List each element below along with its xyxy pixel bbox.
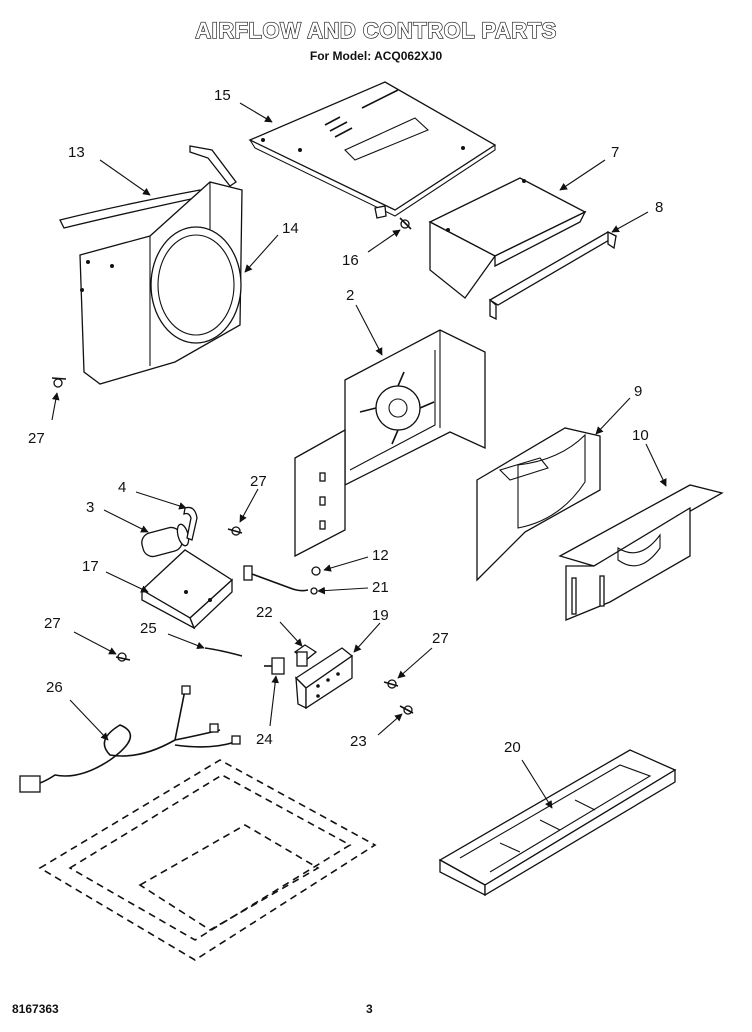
part-27-screw-c	[383, 679, 399, 689]
part-14-fan-shroud	[79, 181, 243, 385]
callout-14: 14	[282, 220, 299, 237]
callout-24: 24	[256, 731, 273, 748]
part-17-control-box	[140, 549, 234, 630]
callout-27-c: 27	[432, 630, 449, 647]
callout-4: 4	[118, 479, 126, 496]
document-number: 8167363	[12, 1002, 59, 1016]
callout-21: 21	[372, 579, 389, 596]
part-23-screw	[399, 705, 414, 715]
callout-3: 3	[86, 499, 94, 516]
part-27-screw-d	[115, 652, 131, 662]
part-9-housing	[476, 427, 601, 582]
part-10-deflector	[558, 484, 724, 621]
model-subtitle: For Model: ACQ062XJ0	[309, 49, 443, 63]
part-25-wire	[204, 647, 243, 657]
part-19-control-plate	[294, 647, 354, 710]
part-26-power-cord	[19, 685, 241, 793]
part-15-top-cover	[248, 81, 497, 219]
callout-20: 20	[504, 739, 521, 756]
part-27-screw-a	[51, 377, 67, 388]
callout-16: 16	[342, 252, 359, 269]
callout-23: 23	[350, 733, 367, 750]
callout-10: 10	[632, 427, 649, 444]
callout-9: 9	[634, 383, 642, 400]
callout-13: 13	[68, 144, 85, 161]
part-27-screw-b	[227, 526, 243, 536]
part-21-sensor	[243, 565, 318, 595]
page-number: 3	[366, 1002, 373, 1016]
base-pan-reference	[38, 759, 377, 961]
callout-7: 7	[611, 144, 619, 161]
callout-2: 2	[346, 287, 354, 304]
callout-27-d: 27	[44, 615, 61, 632]
callout-22: 22	[256, 604, 273, 621]
part-2-partition-panel	[294, 329, 486, 558]
leader-lines	[51, 102, 667, 809]
part-3-capacitor	[141, 523, 190, 558]
callout-15: 15	[214, 87, 231, 104]
callout-25: 25	[140, 620, 157, 637]
part-7-control-cover	[428, 177, 587, 299]
part-24-knob	[264, 657, 285, 675]
part-8-bracket	[488, 230, 618, 321]
part-22-switch	[293, 644, 318, 667]
callout-19: 19	[372, 607, 389, 624]
callout-27-b: 27	[250, 473, 267, 490]
part-16-screw	[399, 217, 412, 230]
callout-27-a: 27	[28, 430, 45, 447]
part-20-drain-pan	[438, 749, 677, 897]
callout-26: 26	[46, 679, 63, 696]
callout-17: 17	[82, 558, 99, 575]
callout-8: 8	[655, 199, 663, 216]
callout-12: 12	[372, 547, 389, 564]
callout-labels: 15 13 14 7 8 16 2 27 9 10 4 27 3 12 17 2…	[28, 87, 663, 756]
page-title: AIRFLOW AND CONTROL PARTS	[195, 17, 557, 43]
part-4-strap	[183, 506, 198, 541]
part-12-screw	[311, 566, 321, 576]
